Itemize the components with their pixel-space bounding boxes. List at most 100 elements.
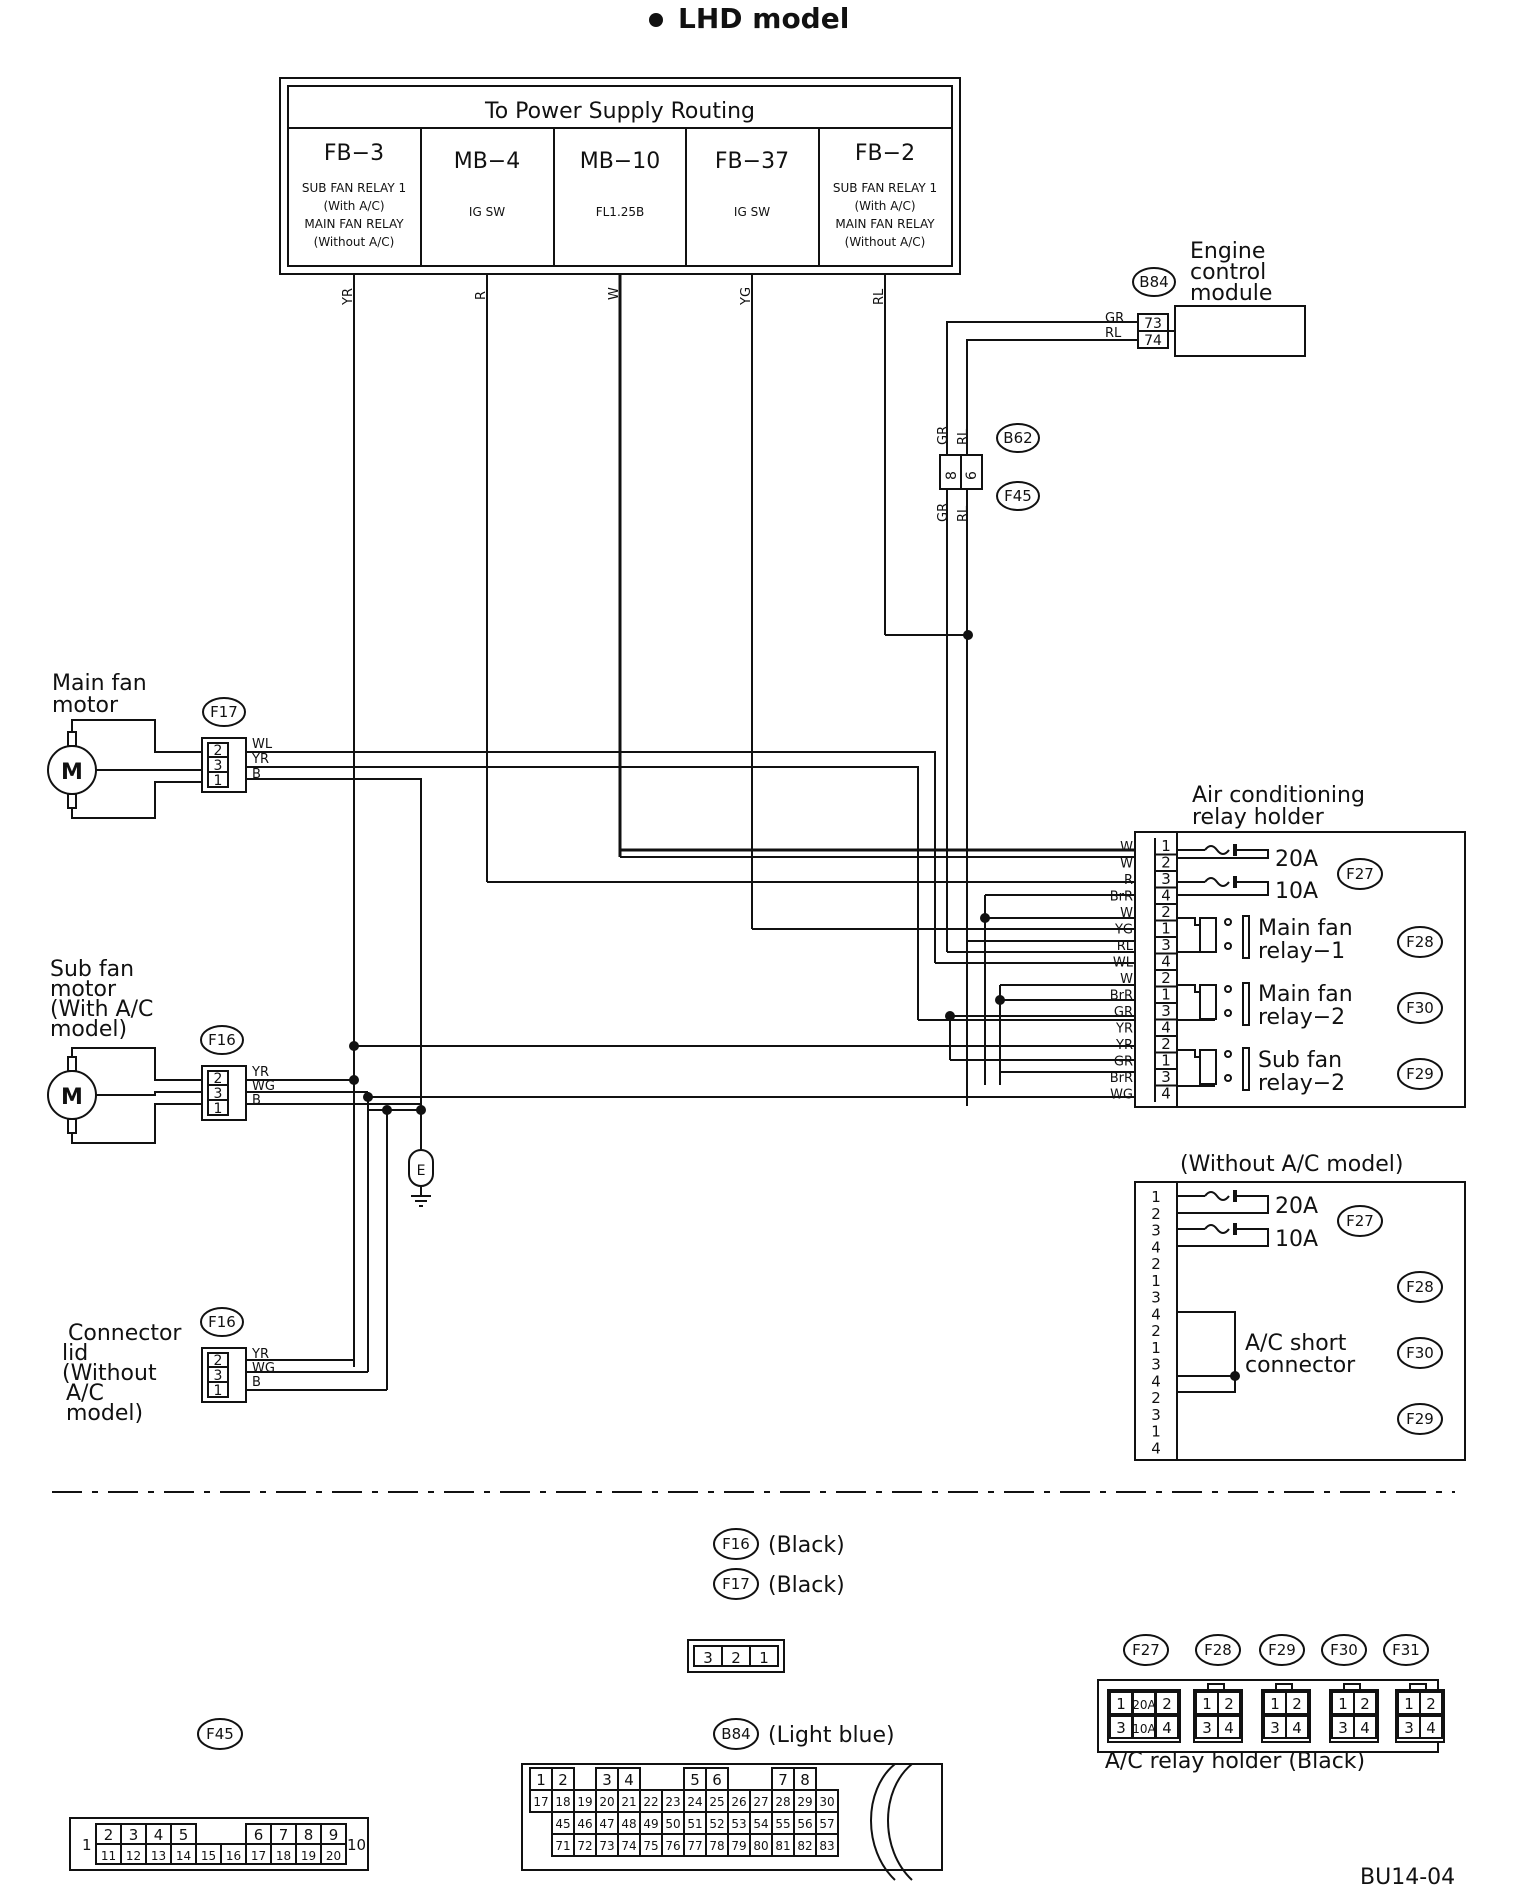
wire-label-yg: YG — [739, 287, 754, 306]
without-ac-pin: 2 — [1151, 1389, 1161, 1407]
relay-view-badge — [1259, 1634, 1305, 1666]
without-ac-pin: 3 — [1151, 1406, 1161, 1424]
ps-col-4-desc: IG SW — [734, 205, 770, 219]
f45-top-pin: 5 — [179, 1826, 189, 1844]
f45-pin-10: 10 — [347, 1836, 366, 1854]
relay-view-cell — [1419, 1691, 1443, 1715]
without-ac-pin: 4 — [1151, 1372, 1161, 1390]
lid-wire-yr: YR — [251, 1347, 269, 1362]
b84-row3-pin: 48 — [621, 1817, 636, 1831]
f45-top-pin: 6 — [254, 1826, 264, 1844]
fuse-block-pin: 2 — [1162, 1695, 1172, 1713]
without-ac-pin: 3 — [1151, 1356, 1161, 1374]
f16-pin-3: 3 — [214, 1086, 223, 1102]
relay-view-badge — [1321, 1634, 1367, 1666]
f45-bottom-pin: 16 — [226, 1849, 241, 1863]
b84-row1-pin: 8 — [800, 1771, 810, 1789]
b62-pin-6: 6 — [964, 471, 980, 480]
ecm-pin-73: 73 — [1144, 316, 1162, 332]
f17-pin-3: 3 — [214, 758, 223, 774]
relay-view-badge — [1195, 1634, 1241, 1666]
f45-top-pin: 3 — [129, 1826, 139, 1844]
without-ac-pin: 4 — [1151, 1305, 1161, 1323]
wo-f30-code: F30 — [1406, 1344, 1434, 1362]
three-pin-3: 3 — [703, 1649, 713, 1667]
main-fan-relay-1-label-2: relay−1 — [1258, 939, 1345, 964]
ground-label: E — [417, 1163, 426, 1179]
f45-bottom-pin: 18 — [276, 1849, 291, 1863]
b84-row2-pin: 30 — [819, 1795, 834, 1809]
ps-col-1-code: FB−3 — [324, 141, 384, 166]
b84-row1-pin: 4 — [624, 1771, 634, 1789]
sub-fan-relay-2-label-2: relay−2 — [1258, 1071, 1345, 1096]
f45-pin-1: 1 — [82, 1836, 92, 1854]
wo-f28-badge — [1397, 1271, 1443, 1303]
relay-holder-wire-label: W — [1120, 972, 1133, 987]
relay-view-code: F29 — [1268, 1641, 1296, 1659]
f30-badge — [1397, 992, 1443, 1024]
ecm-connector-code: B84 — [1139, 273, 1168, 291]
ps-col-4-code: FB−37 — [715, 149, 789, 174]
relay-holder-pin: 1 — [1161, 985, 1171, 1003]
b84-row2-pin: 27 — [753, 1795, 768, 1809]
relay-view-pin: 1 — [1270, 1695, 1280, 1713]
f45-top-pin: 8 — [304, 1826, 314, 1844]
f17-pin-1: 1 — [214, 773, 223, 789]
relay-view-cell — [1285, 1691, 1309, 1715]
wo-f27-code: F27 — [1346, 1212, 1374, 1230]
b84-row4-pin: 78 — [709, 1839, 724, 1853]
relay-view-pin: 2 — [1292, 1695, 1302, 1713]
view-f16-badge — [713, 1528, 759, 1560]
b84-row2-pin: 28 — [775, 1795, 790, 1809]
relay-view-code: F28 — [1204, 1641, 1232, 1659]
ecm-label-3: module — [1190, 281, 1272, 306]
ecm-label-1: Engine — [1190, 239, 1265, 264]
f17-wire-yr: YR — [251, 752, 269, 767]
relay-holder-pin: 4 — [1161, 886, 1171, 904]
view-b84-code: B84 — [721, 1725, 750, 1743]
f45-code: F45 — [1004, 487, 1032, 505]
ecm-wire-gr: GR — [1105, 311, 1124, 326]
relay-view-pin: 3 — [1270, 1719, 1280, 1737]
sub-fan-label-4: model) — [50, 1017, 127, 1042]
b84-row1-pin: 5 — [690, 1771, 700, 1789]
relay-view-code: F27 — [1132, 1641, 1160, 1659]
relay-view-pin: 4 — [1426, 1719, 1436, 1737]
without-ac-pin: 2 — [1151, 1255, 1161, 1273]
f16-wire-wg: WG — [252, 1079, 275, 1094]
b62-pin-8: 8 — [944, 471, 960, 480]
f28-code: F28 — [1406, 933, 1434, 951]
b84-row3-pin: 55 — [775, 1817, 790, 1831]
relay-view-code: F30 — [1330, 1641, 1358, 1659]
b84-row4-pin: 82 — [797, 1839, 812, 1853]
view-f17-code: F17 — [722, 1575, 750, 1593]
f16-lid-badge — [200, 1307, 244, 1337]
b84-row1-pin: 2 — [558, 1771, 568, 1789]
main-fan-relay-1-label-1: Main fan — [1258, 916, 1353, 941]
without-ac-pin: 1 — [1151, 1339, 1161, 1357]
relay-holder-view-label: A/C relay holder (Black) — [1105, 1749, 1365, 1774]
f16-lid-code: F16 — [208, 1313, 236, 1331]
f29-code: F29 — [1406, 1065, 1434, 1083]
b84-row3-pin: 47 — [599, 1817, 614, 1831]
sub-fan-relay-2: Sub fan relay−2 F29 — [1177, 1047, 1443, 1096]
f28-badge — [1397, 926, 1443, 958]
view-b84-badge — [713, 1718, 759, 1750]
b84-row4-cell — [815, 1833, 839, 1857]
f45-bottom-pin: 17 — [251, 1849, 266, 1863]
b84-row2-pin: 18 — [555, 1795, 570, 1809]
ps-col-5-desc-1: SUB FAN RELAY 1 — [833, 181, 937, 195]
relay-holder-wire-label: BrR — [1110, 988, 1133, 1003]
ps-col-5-desc-2: (With A/C) — [854, 199, 915, 213]
b84-row2-pin: 29 — [797, 1795, 812, 1809]
connector-lid: Connector lid (Without A/C model) F16 2 … — [62, 1307, 387, 1426]
fuse-block-pin: 20A — [1132, 1698, 1156, 1712]
f17-pin-2: 2 — [214, 743, 223, 759]
main-fan-label-2: motor — [52, 693, 119, 718]
fuse-block-pin: 3 — [1116, 1719, 1126, 1737]
lid-wire-b: B — [252, 1375, 261, 1390]
